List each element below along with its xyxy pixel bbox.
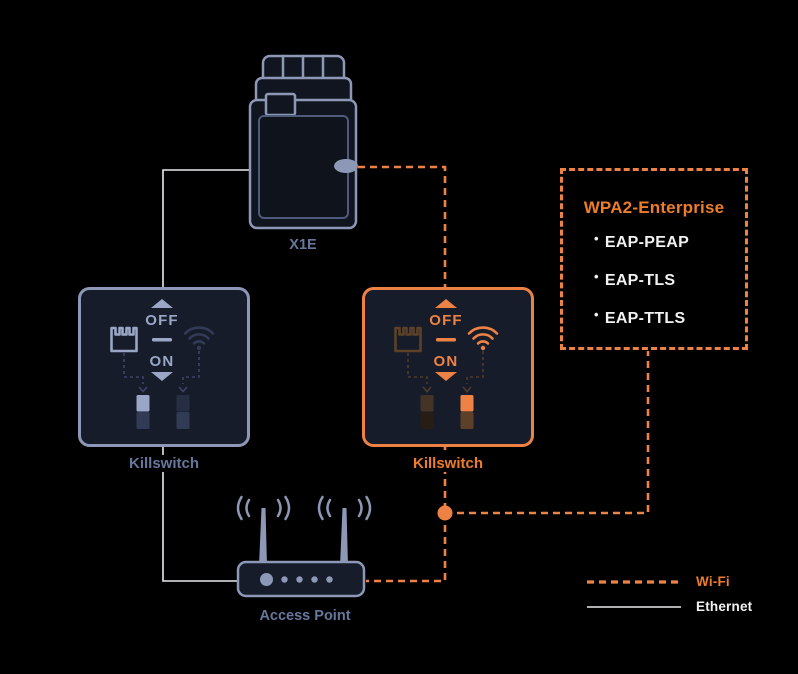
ethernet-toggle-switch [136,395,150,429]
list-item: •EAP-TLS [594,269,676,289]
down-arrowhead-icon [178,386,188,393]
wifi-line-junction-to-access-point [366,513,447,583]
status-light [281,576,288,583]
bullet-icon: • [594,269,599,284]
ethernet-to-toggle-connector [407,353,428,384]
access-point-label: Access Point [225,608,385,624]
ethernet-solid-line-sample [587,605,681,608]
x1e-device-illustration [248,54,358,230]
wifi-to-toggle-connector [466,351,484,384]
off-label: OFF [145,312,179,329]
signal-waves-icon [236,495,291,521]
status-light [326,576,333,583]
killswitch-ethernet-label: Killswitch [78,455,250,472]
off-label: OFF [429,312,463,329]
x1e-label: X1E [245,237,361,253]
killswitch-wifi-panel: OFF ON [362,287,534,447]
ethernet-port-icon [110,326,138,353]
down-arrow-icon [435,372,457,381]
down-arrowhead-icon [462,386,472,393]
legend-wifi: Wi-Fi [587,574,730,589]
wifi-icon [183,326,215,351]
list-item: •EAP-PEAP [594,231,690,251]
ethernet-to-toggle-connector [123,353,144,384]
ethernet-port-icon [394,326,422,353]
legend-wifi-label: Wi-Fi [696,574,730,589]
status-light [296,576,303,583]
bullet-icon: • [594,231,599,246]
status-light [260,573,273,586]
x1e-port [264,92,297,117]
switch-divider [152,338,172,342]
down-arrowhead-icon [422,386,432,393]
wifi-icon [467,326,499,351]
wifi-line-x1e-to-killswitch [358,165,447,288]
list-item: •EAP-TTLS [594,307,686,327]
antenna [259,508,267,566]
bullet-icon: • [594,307,599,322]
ethernet-line-x1e-to-killswitch [162,169,251,287]
eap-method-list: •EAP-PEAP •EAP-TLS •EAP-TTLS [563,231,745,328]
on-label: ON [434,353,459,370]
killswitch-wifi-label: Killswitch [362,455,534,472]
ethernet-line-killswitch-to-access-point [162,447,239,582]
signal-waves-icon [317,495,372,521]
down-arrow-icon [151,372,173,381]
on-label: ON [150,353,175,370]
wifi-toggle-switch [176,395,190,429]
legend-ethernet-label: Ethernet [696,599,753,614]
up-arrow-icon [435,299,457,308]
junction-dot [437,505,453,521]
down-arrowhead-icon [138,386,148,393]
up-arrow-icon [151,299,173,308]
killswitch-ethernet-panel: OFF ON [78,287,250,447]
switch-divider [436,338,456,342]
wpa2-enterprise-box: WPA2-Enterprise •EAP-PEAP •EAP-TLS •EAP-… [560,168,748,350]
wpa2-title: WPA2-Enterprise [583,198,725,217]
wifi-toggle-switch [460,395,474,429]
antenna [340,508,348,566]
wifi-to-toggle-connector [182,351,200,384]
ethernet-toggle-switch [420,395,434,429]
legend-ethernet: Ethernet [587,599,752,614]
status-light [311,576,318,583]
wifi-dashed-line-sample [587,579,681,584]
x1e-side-button [334,159,358,173]
access-point-illustration [236,495,372,598]
